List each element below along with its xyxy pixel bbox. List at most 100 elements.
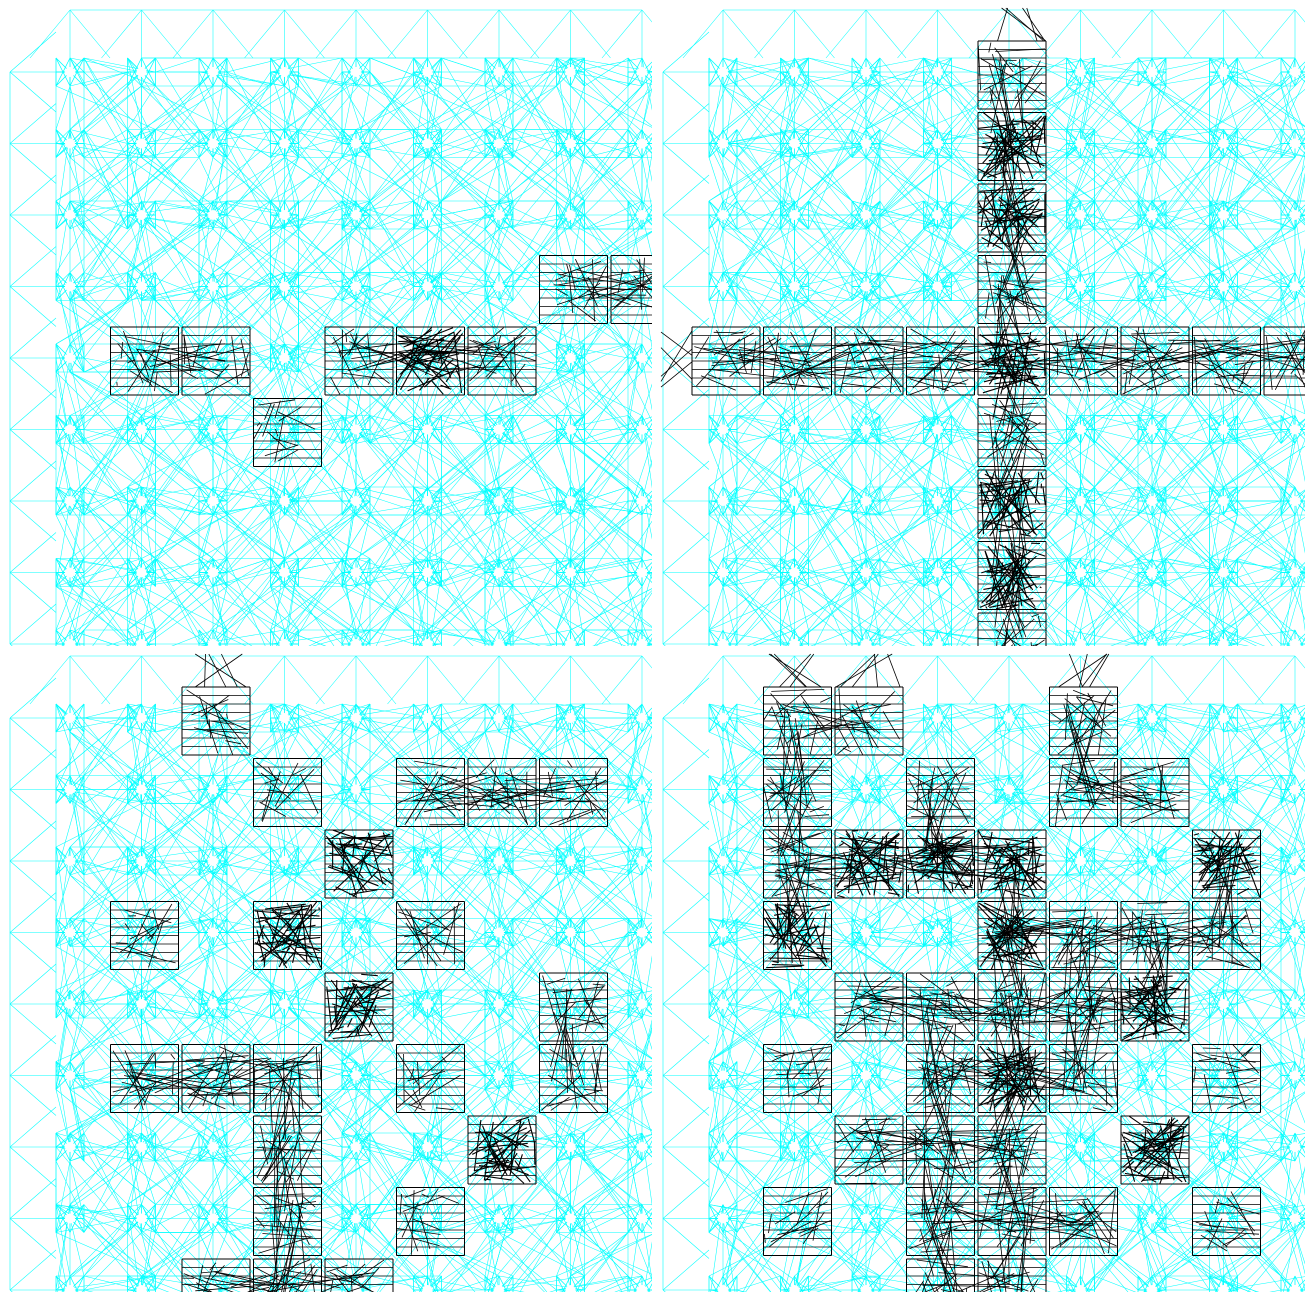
graph-node <box>351 210 361 220</box>
graph-node <box>637 210 647 220</box>
base-edge <box>442 559 486 645</box>
base-edge <box>142 215 200 301</box>
base-edge <box>285 158 371 216</box>
base-edge <box>84 86 142 130</box>
base-edge <box>10 573 56 613</box>
base-edge <box>485 430 571 488</box>
base-edge <box>571 587 653 631</box>
base-edge <box>285 587 357 645</box>
base-edge <box>271 501 371 559</box>
base-edge <box>809 130 853 230</box>
base-edge <box>156 344 200 358</box>
base-edge <box>285 630 357 646</box>
base-edge <box>227 587 285 631</box>
base-edge <box>84 430 128 516</box>
base-edge <box>628 144 642 202</box>
base-edge <box>428 10 468 58</box>
graph-node <box>566 67 576 77</box>
base-edge <box>213 301 299 359</box>
graph-node <box>351 139 361 149</box>
highlight-edge <box>265 403 272 419</box>
graph-node <box>280 67 290 77</box>
graph-node <box>65 425 75 435</box>
base-edge <box>213 58 285 130</box>
graph-node <box>494 67 504 77</box>
base-edge <box>56 86 70 130</box>
graph-node <box>423 67 433 77</box>
base-edge <box>723 72 781 158</box>
graph-node <box>208 425 218 435</box>
base-edge <box>513 229 557 287</box>
base-edge <box>442 430 514 488</box>
highlight-edge <box>154 372 157 392</box>
graph-node <box>566 139 576 149</box>
base-edge <box>299 358 357 444</box>
base-edge <box>84 416 128 516</box>
base-edge <box>370 72 428 86</box>
base-edge <box>642 10 652 58</box>
graph-node <box>65 353 75 363</box>
base-edge <box>1138 72 1210 144</box>
base-edge <box>414 215 486 273</box>
graph-panel-top-left <box>0 0 652 646</box>
base-edge <box>70 144 128 216</box>
base-edge <box>70 158 156 216</box>
base-edge <box>370 130 414 144</box>
base-edge <box>70 58 128 158</box>
base-edge <box>285 344 357 444</box>
base-edge <box>156 559 200 587</box>
base-edge <box>142 229 214 301</box>
base-edge <box>1023 158 1081 202</box>
base-edge <box>142 301 214 359</box>
base-edge <box>414 86 500 130</box>
base-edge <box>84 130 128 158</box>
highlight-edge <box>170 354 171 385</box>
base-edge <box>285 630 357 646</box>
base-edge <box>285 430 343 502</box>
base-edge <box>285 72 343 86</box>
base-edge <box>1138 72 1224 130</box>
graph-node <box>137 496 147 506</box>
base-edge <box>571 273 643 373</box>
base-edge <box>602 10 642 58</box>
base-edge <box>285 72 371 130</box>
graph-node <box>351 425 361 435</box>
base-edge <box>213 10 253 58</box>
base-edge <box>285 58 343 158</box>
base-edge <box>459 10 499 58</box>
base-edge <box>557 358 629 430</box>
base-edge <box>513 559 557 647</box>
base-edge <box>866 144 938 230</box>
base-edge <box>442 515 486 559</box>
base-edge <box>227 58 285 72</box>
base-edge <box>142 10 182 58</box>
base-edge <box>356 487 414 501</box>
base-edge <box>70 72 142 130</box>
graph-node <box>566 353 576 363</box>
base-edge <box>428 86 514 130</box>
base-edge <box>173 10 213 58</box>
base-edge <box>485 573 585 631</box>
base-edge <box>213 158 285 216</box>
base-edge <box>571 444 643 502</box>
graph-node <box>423 425 433 435</box>
base-edge <box>271 573 371 645</box>
graph-node <box>637 568 647 578</box>
graph-node <box>423 496 433 506</box>
base-edge <box>70 10 110 58</box>
base-edge <box>70 215 142 301</box>
base-edge <box>70 215 84 273</box>
base-edge <box>485 587 571 647</box>
base-edge <box>709 158 723 202</box>
base-edge <box>342 158 428 202</box>
base-edge <box>10 287 56 327</box>
base-edge <box>499 416 557 488</box>
base-edge <box>299 344 343 372</box>
base-edge <box>227 273 271 287</box>
graph-node <box>137 139 147 149</box>
base-edge <box>227 72 271 86</box>
base-edge <box>370 573 414 631</box>
base-edge <box>199 72 285 144</box>
graph-node <box>65 139 75 149</box>
base-edge <box>571 358 643 444</box>
